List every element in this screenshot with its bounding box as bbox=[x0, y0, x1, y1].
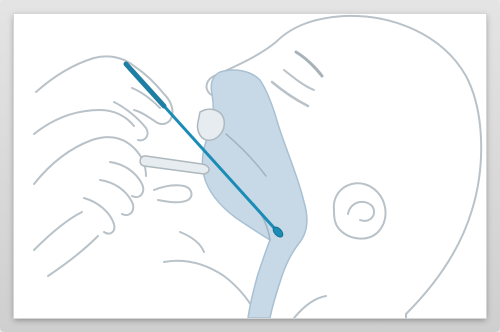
lower-hand-outline bbox=[34, 137, 146, 184]
ear-icon bbox=[334, 183, 386, 238]
lower-lip-outline bbox=[180, 232, 204, 252]
illustration-panel bbox=[14, 14, 486, 318]
wrist-line bbox=[48, 236, 98, 276]
nasopharyngeal-swab-illustration bbox=[14, 14, 486, 318]
lower-palm-edge bbox=[34, 212, 82, 250]
swab-handle bbox=[126, 64, 164, 106]
ear-inner-detail bbox=[348, 202, 374, 221]
nasopharyngeal-cavity-icon bbox=[202, 70, 307, 318]
neck-line bbox=[294, 296, 326, 318]
hand-upper-icon bbox=[34, 56, 173, 140]
upper-thumb bbox=[34, 110, 134, 134]
hand-lower-icon bbox=[34, 137, 191, 276]
eyebrow-line bbox=[296, 52, 322, 76]
lower-finger-1 bbox=[110, 162, 143, 197]
nasal-cavity-shape bbox=[202, 70, 307, 318]
eye-icon bbox=[272, 82, 308, 106]
lower-finger-3 bbox=[84, 198, 114, 234]
chin-support-hand bbox=[154, 185, 191, 202]
eyelid-line bbox=[284, 70, 314, 90]
chin-outline bbox=[164, 261, 258, 318]
tongue-depressor bbox=[140, 156, 209, 174]
